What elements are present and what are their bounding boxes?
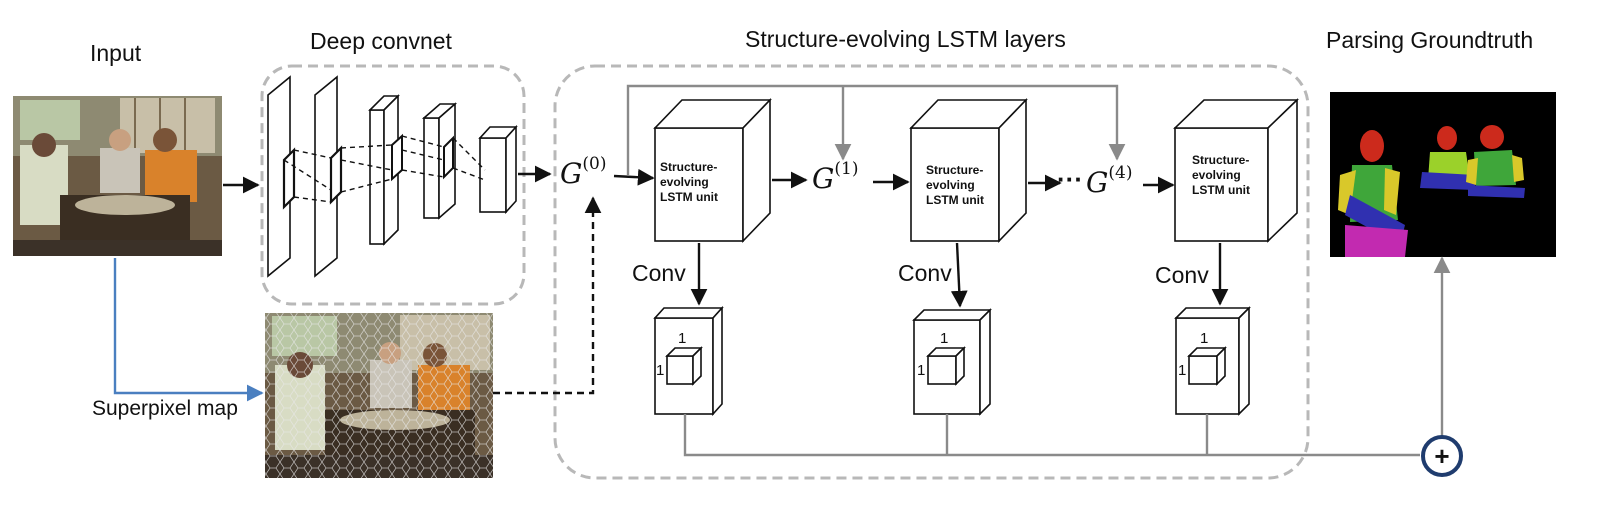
lstm-layers-title: Structure-evolving LSTM layers: [745, 26, 1066, 52]
lstm-unit-1-cube: [653, 98, 772, 243]
superpixel-map-label: Superpixel map: [92, 397, 238, 420]
input-title: Input: [90, 40, 142, 66]
deep-convnet-title: Deep convnet: [310, 28, 452, 54]
lstm-unit-2-cube: [909, 98, 1028, 243]
kernel-side-3: 1: [1178, 362, 1187, 379]
conv-output-2: [912, 308, 992, 416]
black-arrows: [223, 165, 1229, 395]
graph-label-g1: G(1): [812, 158, 859, 195]
kernel-top-3: 1: [1200, 330, 1209, 347]
deep-convnet-container: [260, 64, 526, 306]
conv-output-1: [653, 305, 724, 417]
lstm-unit-3-cube: [1173, 98, 1299, 243]
superpixel-arrow: [113, 258, 264, 402]
kernel-top-1: 1: [678, 330, 687, 347]
kernel-side-2: 1: [917, 362, 926, 379]
parsing-groundtruth-image: [1330, 92, 1556, 257]
conv-label-1: Conv: [632, 260, 686, 286]
superpixel-image: [265, 313, 493, 478]
graph-label-g4: G(4): [1086, 162, 1133, 199]
lstm-layers-container: [553, 64, 1310, 480]
graph-label-g0: G(0): [560, 153, 607, 190]
sum-node-symbol: +: [1434, 441, 1449, 471]
kernel-side-1: 1: [656, 362, 665, 379]
kernel-top-2: 1: [940, 330, 949, 347]
convnet-layers: [267, 75, 518, 278]
ellipsis: ···: [1057, 164, 1083, 194]
sum-node: [1421, 435, 1463, 477]
input-photo: [13, 96, 222, 256]
parsing-groundtruth-title: Parsing Groundtruth: [1326, 27, 1534, 53]
conv-label-3: Conv: [1155, 262, 1209, 288]
conv-label-2: Conv: [898, 260, 952, 286]
gray-arrows: [626, 84, 1451, 457]
conv-output-3: [1174, 306, 1251, 416]
